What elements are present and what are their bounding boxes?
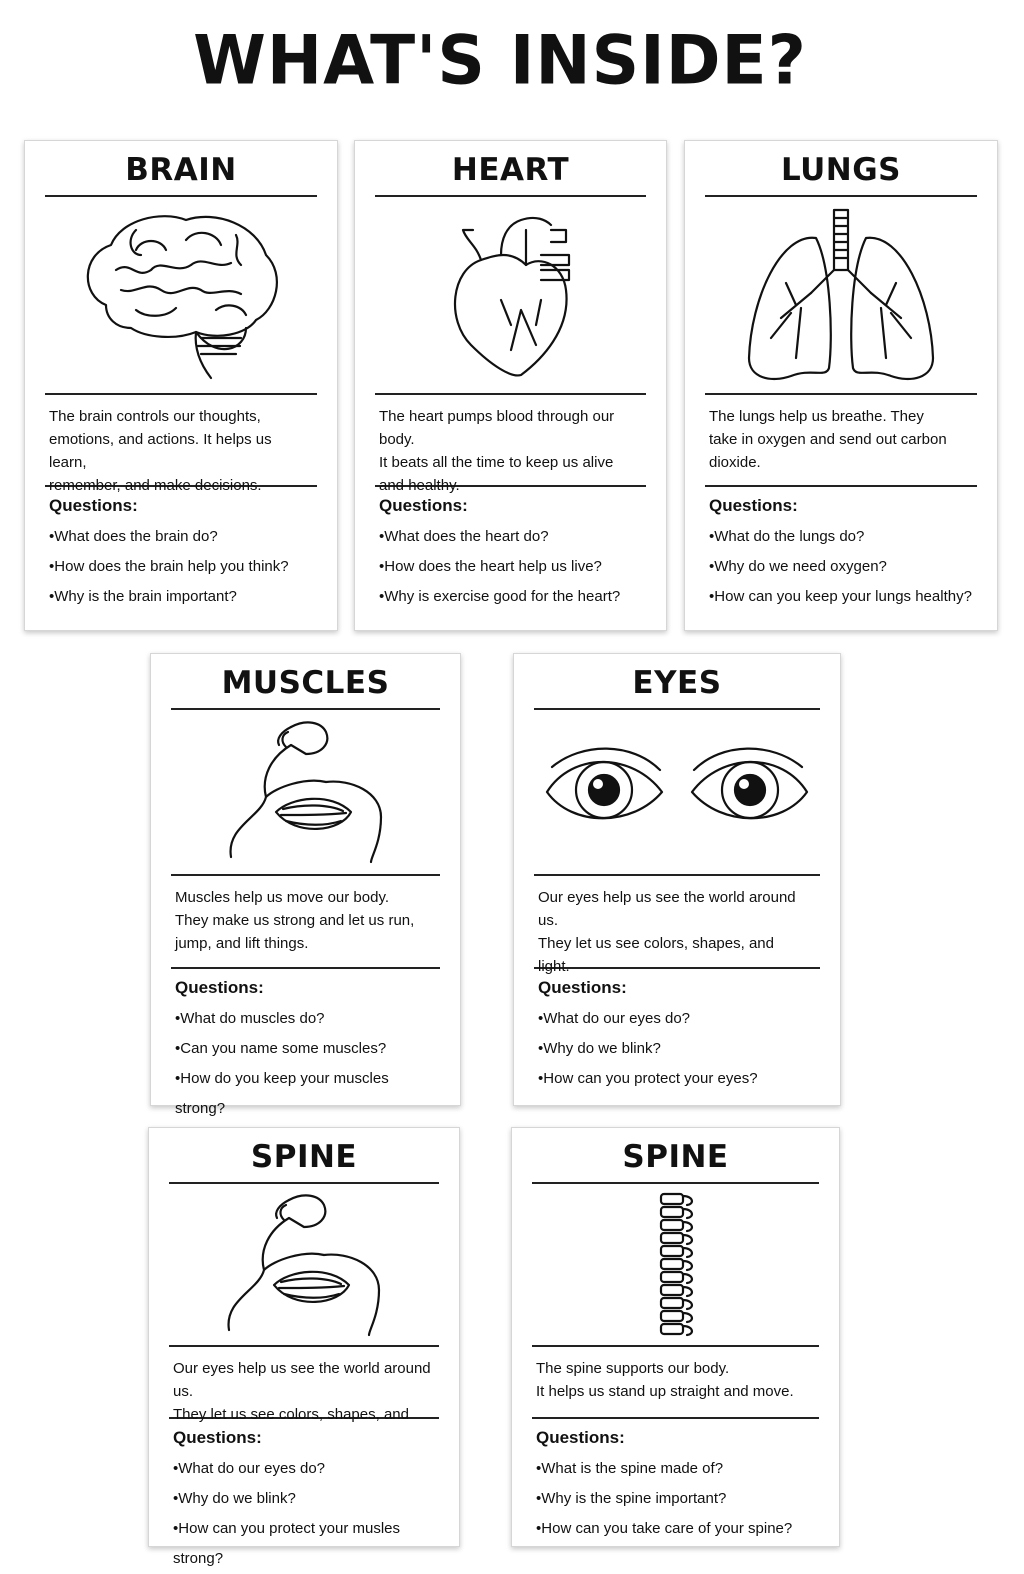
card-heart: HEART The heart pumps blood through our b… bbox=[354, 140, 667, 631]
card-description: The spine supports our body. It helps us… bbox=[532, 1347, 819, 1419]
card-description: Our eyes help us see the world around us… bbox=[169, 1347, 439, 1423]
question-item: How does the brain help you think? bbox=[49, 552, 313, 582]
card-title: MUSCLES bbox=[171, 654, 440, 710]
questions-heading: Questions: bbox=[538, 978, 627, 997]
card-title: SPINE bbox=[169, 1128, 439, 1184]
flexed-arm-icon bbox=[169, 1184, 439, 1347]
questions-heading: Questions: bbox=[536, 1428, 625, 1447]
question-item: What do our eyes do? bbox=[538, 1004, 816, 1034]
question-item: How do you keep your muscles strong? bbox=[175, 1064, 436, 1117]
card-spine: SPINE The spine supports our body. It hel… bbox=[511, 1127, 840, 1547]
lungs-icon bbox=[705, 197, 977, 395]
question-item: How can you keep your lungs healthy? bbox=[709, 582, 973, 612]
question-item: Why do we blink? bbox=[173, 1484, 435, 1514]
card-title: LUNGS bbox=[705, 141, 977, 197]
card-description: The brain controls our thoughts, emotion… bbox=[45, 395, 317, 494]
questions-heading: Questions: bbox=[709, 496, 798, 515]
card-muscles: MUSCLES Muscles help us move our body. Th… bbox=[150, 653, 461, 1117]
card-description: The heart pumps blood through our body. … bbox=[375, 395, 646, 494]
question-item: Can you name some muscles? bbox=[175, 1034, 436, 1064]
question-item: What do our eyes do? bbox=[173, 1454, 435, 1484]
card-title: BRAIN bbox=[45, 141, 317, 197]
eyes-icon bbox=[534, 710, 820, 876]
question-item: Why is the spine important? bbox=[536, 1484, 815, 1514]
card-spine: SPINE Our eyes help us see the world arou… bbox=[148, 1127, 460, 1567]
card-brain: BRAIN The brain controls our thoughts, em… bbox=[24, 140, 338, 631]
question-item: Why do we blink? bbox=[538, 1034, 816, 1064]
question-item: What do muscles do? bbox=[175, 1004, 436, 1034]
card-title: EYES bbox=[534, 654, 820, 710]
question-item: What does the brain do? bbox=[49, 522, 313, 552]
question-item: What does the heart do? bbox=[379, 522, 642, 552]
card-description: Muscles help us move our body. They make… bbox=[171, 876, 440, 969]
questions-heading: Questions: bbox=[49, 496, 138, 515]
question-item: How does the heart help us live? bbox=[379, 552, 642, 582]
card-title: HEART bbox=[375, 141, 646, 197]
card-description: Our eyes help us see the world around us… bbox=[534, 876, 820, 975]
question-item: Why is exercise good for the heart? bbox=[379, 582, 642, 612]
spine-icon bbox=[532, 1184, 819, 1347]
question-item: Why do we need oxygen? bbox=[709, 552, 973, 582]
flexed-arm-icon bbox=[171, 710, 440, 876]
card-lungs: LUNGS The lungs help us breathe. They tak… bbox=[684, 140, 998, 631]
question-item: How can you protect your musles strong? bbox=[173, 1514, 435, 1567]
card-eyes: EYES Our eyes help us see the world aroun… bbox=[513, 653, 841, 1106]
questions-heading: Questions: bbox=[173, 1428, 262, 1447]
question-item: How can you take care of your spine? bbox=[536, 1514, 815, 1544]
question-item: What is the spine made of? bbox=[536, 1454, 815, 1484]
brain-icon bbox=[45, 197, 317, 395]
questions-heading: Questions: bbox=[379, 496, 468, 515]
questions-heading: Questions: bbox=[175, 978, 264, 997]
question-item: How can you protect your eyes? bbox=[538, 1064, 816, 1094]
question-item: Why is the brain important? bbox=[49, 582, 313, 612]
heart-icon bbox=[375, 197, 646, 395]
card-description: The lungs help us breathe. They take in … bbox=[705, 395, 977, 487]
card-title: SPINE bbox=[532, 1128, 819, 1184]
question-item: What do the lungs do? bbox=[709, 522, 973, 552]
page-title: WHAT'S INSIDE? bbox=[193, 21, 807, 100]
